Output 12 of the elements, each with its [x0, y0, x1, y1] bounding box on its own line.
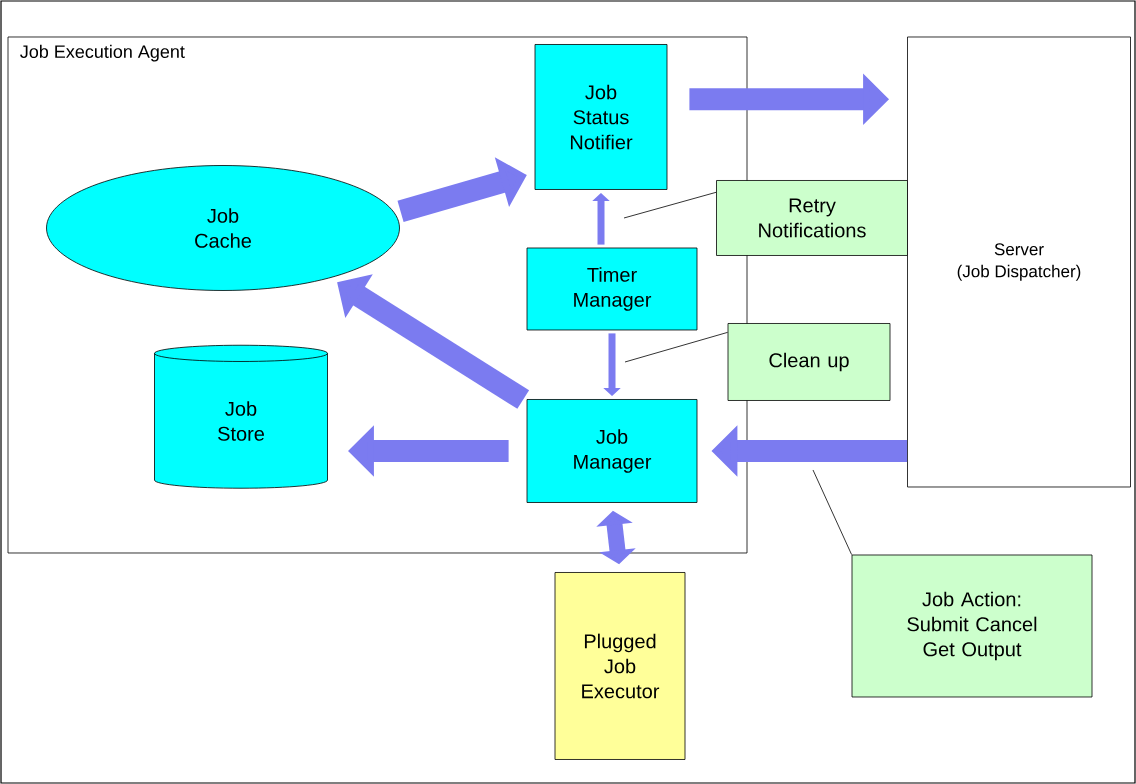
process-box: Job Status Notifier — [534, 44, 668, 190]
leader-line — [812, 469, 852, 555]
leader-line — [623, 191, 717, 219]
note-box: Retry Notifications — [716, 180, 908, 256]
note-box: Job Action: Submit Cancel Get Output — [851, 554, 1093, 698]
process-box: Timer Manager — [526, 247, 698, 331]
server-box: Server (Job Dispatcher) — [907, 36, 1131, 488]
store-cylinder: Job Store — [154, 344, 328, 489]
note-box: Clean up — [727, 323, 891, 401]
executor-box: Plugged Job Executor — [554, 572, 686, 760]
leader-line — [624, 331, 728, 363]
process-box: Job Manager — [526, 399, 698, 503]
